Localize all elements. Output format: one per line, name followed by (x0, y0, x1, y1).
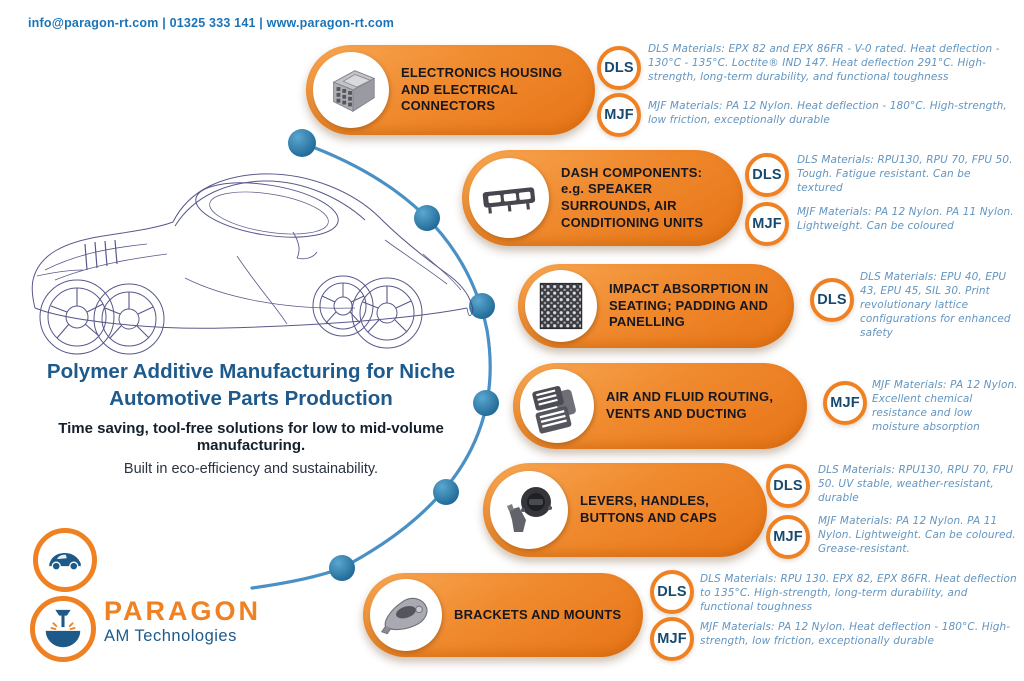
callout-title: BRACKETS AND MOUNTS (454, 606, 622, 622)
lattice-foam-icon (539, 282, 583, 330)
part-image-bracket (370, 579, 442, 651)
hero-subtitle-bold: Time saving, tool-free solutions for low… (58, 420, 444, 455)
badge-label: MJF (604, 107, 634, 123)
part-image-dash (469, 158, 549, 238)
logo-printer-circle (30, 596, 96, 662)
mjf-badge: MJF (650, 617, 694, 661)
bracket-mount-icon (381, 597, 428, 635)
speaker-surround-icon (482, 187, 536, 214)
timeline-dot (473, 390, 499, 416)
dls-note: DLS Materials: RPU130, RPU 70, FPU 50. U… (818, 464, 1014, 505)
dls-note: DLS Materials: EPX 82 and EPX 86FR - V-0… (648, 43, 1000, 84)
mjf-note: MJF Materials: PA 12 Nylon. Heat deflect… (648, 100, 1007, 127)
logo-tagline: AM Technologies (104, 627, 237, 645)
callout-title: ELECTRONICS HOUSING AND ELECTRICAL CONNE… (401, 65, 563, 114)
mjf-badge: MJF (766, 515, 810, 559)
resin-printer-icon (45, 609, 81, 648)
callout-pill-air-routing: AIR AND FLUID ROUTING, VENTS AND DUCTING (513, 363, 807, 449)
mjf-badge: MJF (597, 93, 641, 137)
callout-pill-dash: DASH COMPONENTS: e.g. SPEAKER SURROUNDS,… (462, 150, 743, 246)
badge-label: DLS (817, 292, 847, 308)
mjf-badge: MJF (823, 381, 867, 425)
callout-title: AIR AND FLUID ROUTING, VENTS AND DUCTING (606, 389, 774, 421)
badge-label: DLS (604, 60, 634, 76)
timeline-dot (433, 479, 459, 505)
electrical-connector-icon (332, 70, 376, 113)
part-image-connector (313, 52, 389, 128)
badge-label: DLS (773, 478, 803, 494)
badge-label: MJF (773, 529, 803, 545)
logo-wordmark: PARAGON (104, 596, 262, 626)
mjf-note: MJF Materials: PA 12 Nylon. Excellent ch… (872, 379, 1018, 434)
hero-subtitle: Built in eco-efficiency and sustainabili… (123, 461, 379, 478)
callout-title: IMPACT ABSORPTION IN SEATING; PADDING AN… (609, 281, 769, 330)
lever-cap-icon (507, 487, 552, 532)
contact-info[interactable]: info@paragon-rt.com | 01325 333 141 | ww… (28, 16, 395, 30)
badge-label: MJF (830, 395, 860, 411)
mjf-note: MJF Materials: PA 12 Nylon. PA 11 Nylon.… (818, 515, 1016, 556)
part-image-lattice (525, 270, 597, 342)
dls-badge: DLS (650, 570, 694, 614)
badge-label: MJF (752, 216, 782, 232)
callout-title: LEVERS, HANDLES, BUTTONS AND CAPS (580, 493, 717, 525)
mjf-badge: MJF (745, 202, 789, 246)
dls-badge: DLS (810, 278, 854, 322)
dls-note: DLS Materials: EPU 40, EPU 43, EPU 45, S… (860, 271, 1011, 340)
badge-label: DLS (657, 584, 687, 600)
dls-note: DLS Materials: RPU 130. EPX 82, EPX 86FR… (700, 573, 1017, 614)
callout-title: DASH COMPONENTS: e.g. SPEAKER SURROUNDS,… (561, 164, 704, 230)
badge-label: DLS (752, 167, 782, 183)
logo-car-circle (33, 528, 97, 592)
car-icon (49, 553, 81, 571)
air-vent-icon (532, 385, 576, 434)
dls-note: DLS Materials: RPU130, RPU 70, FPU 50. T… (797, 154, 1013, 195)
car-wireframe-illustration (31, 173, 474, 355)
part-image-vent (520, 369, 594, 443)
timeline-dot (329, 555, 355, 581)
timeline-dot (288, 129, 316, 157)
timeline-dot (469, 293, 495, 319)
dls-badge: DLS (745, 153, 789, 197)
dls-badge: DLS (597, 46, 641, 90)
callout-pill-electronics: ELECTRONICS HOUSING AND ELECTRICAL CONNE… (306, 45, 595, 135)
logo-wordmark-block: PARAGON AM Technologies (104, 598, 261, 645)
badge-label: MJF (657, 631, 687, 647)
callout-pill-brackets: BRACKETS AND MOUNTS (363, 573, 643, 657)
mjf-note: MJF Materials: PA 12 Nylon. Heat deflect… (700, 621, 1011, 648)
callout-pill-levers: LEVERS, HANDLES, BUTTONS AND CAPS (483, 463, 767, 557)
mjf-note: MJF Materials: PA 12 Nylon. PA 11 Nylon.… (797, 206, 1014, 233)
part-image-lever (490, 471, 568, 549)
dls-badge: DLS (766, 464, 810, 508)
timeline-dot (414, 205, 440, 231)
hero-block: Polymer Additive Manufacturing for Niche… (12, 358, 490, 477)
callout-pill-impact: IMPACT ABSORPTION IN SEATING; PADDING AN… (518, 264, 794, 348)
page-title: Polymer Additive Manufacturing for Niche… (46, 360, 456, 411)
